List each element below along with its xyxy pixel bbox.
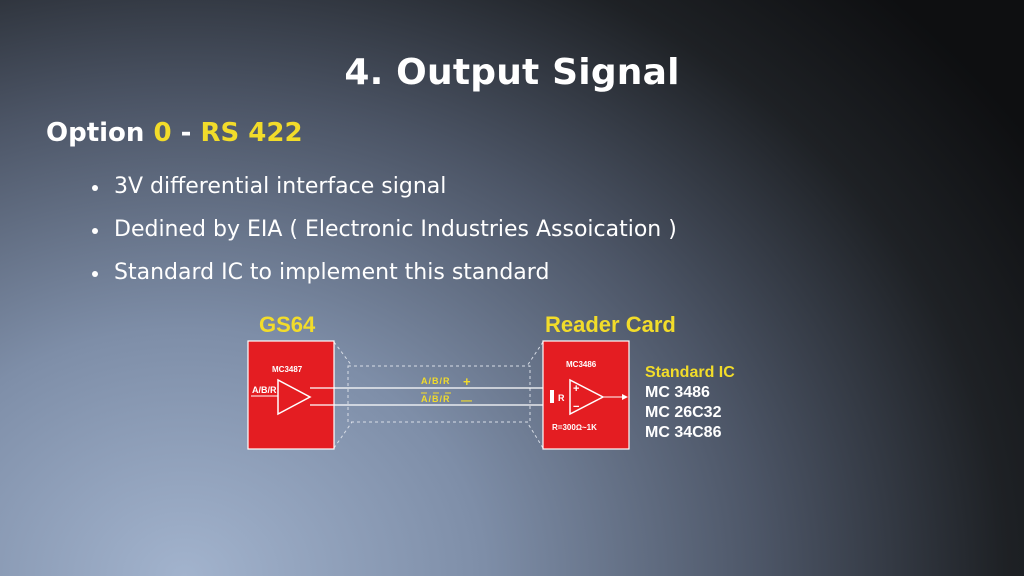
- driver-amplifier-icon: [277, 378, 312, 416]
- line-bottom-label: A/B/R: [421, 394, 451, 404]
- mc3486-label: MC3486: [566, 360, 597, 369]
- cable-dashed-box: [347, 365, 531, 423]
- resistor-icon: [550, 390, 554, 403]
- standard-ic-heading: Standard IC: [645, 364, 735, 381]
- plus-sign: +: [573, 383, 579, 395]
- right-zoom-guides: [526, 341, 544, 449]
- gs64-heading: GS64: [259, 312, 316, 337]
- gs64-chip-block: [247, 340, 335, 450]
- mc3487-label: MC3487: [272, 365, 303, 374]
- subtitle-dash: -: [171, 118, 201, 148]
- line-top-sign: +: [463, 374, 471, 389]
- standard-ic-item: MC 34C86: [645, 424, 722, 441]
- bullet-item: Standard IC to implement this standard: [90, 258, 677, 301]
- standard-ic-item: MC 3486: [645, 384, 710, 401]
- reader-card-heading: Reader Card: [545, 312, 676, 337]
- line-bottom-sign: —: [461, 395, 472, 407]
- output-arrow-icon: [622, 394, 628, 400]
- standard-ic-item: MC 26C32: [645, 404, 722, 421]
- slide-subtitle: Option 0 - RS 422: [46, 118, 303, 148]
- resistor-label: R: [558, 393, 565, 403]
- receiver-amplifier-icon: [569, 378, 605, 416]
- subtitle-prefix: Option: [46, 118, 154, 148]
- minus-sign: −: [573, 401, 579, 413]
- subtitle-standard: RS 422: [200, 118, 303, 148]
- line-top-label: A/B/R: [421, 376, 451, 386]
- input-label: A/B/R: [252, 385, 277, 395]
- resistor-value: R=300Ω~1K: [552, 423, 597, 432]
- left-zoom-guides: [333, 341, 353, 449]
- bullet-item: 3V differential interface signal: [90, 172, 677, 215]
- reader-card-chip-block: [542, 340, 630, 450]
- subtitle-option: 0: [153, 118, 172, 148]
- bullet-list: 3V differential interface signal Dedined…: [90, 172, 677, 301]
- bullet-item: Dedined by EIA ( Electronic Industries A…: [90, 215, 677, 258]
- slide-title: 4. Output Signal: [344, 52, 680, 93]
